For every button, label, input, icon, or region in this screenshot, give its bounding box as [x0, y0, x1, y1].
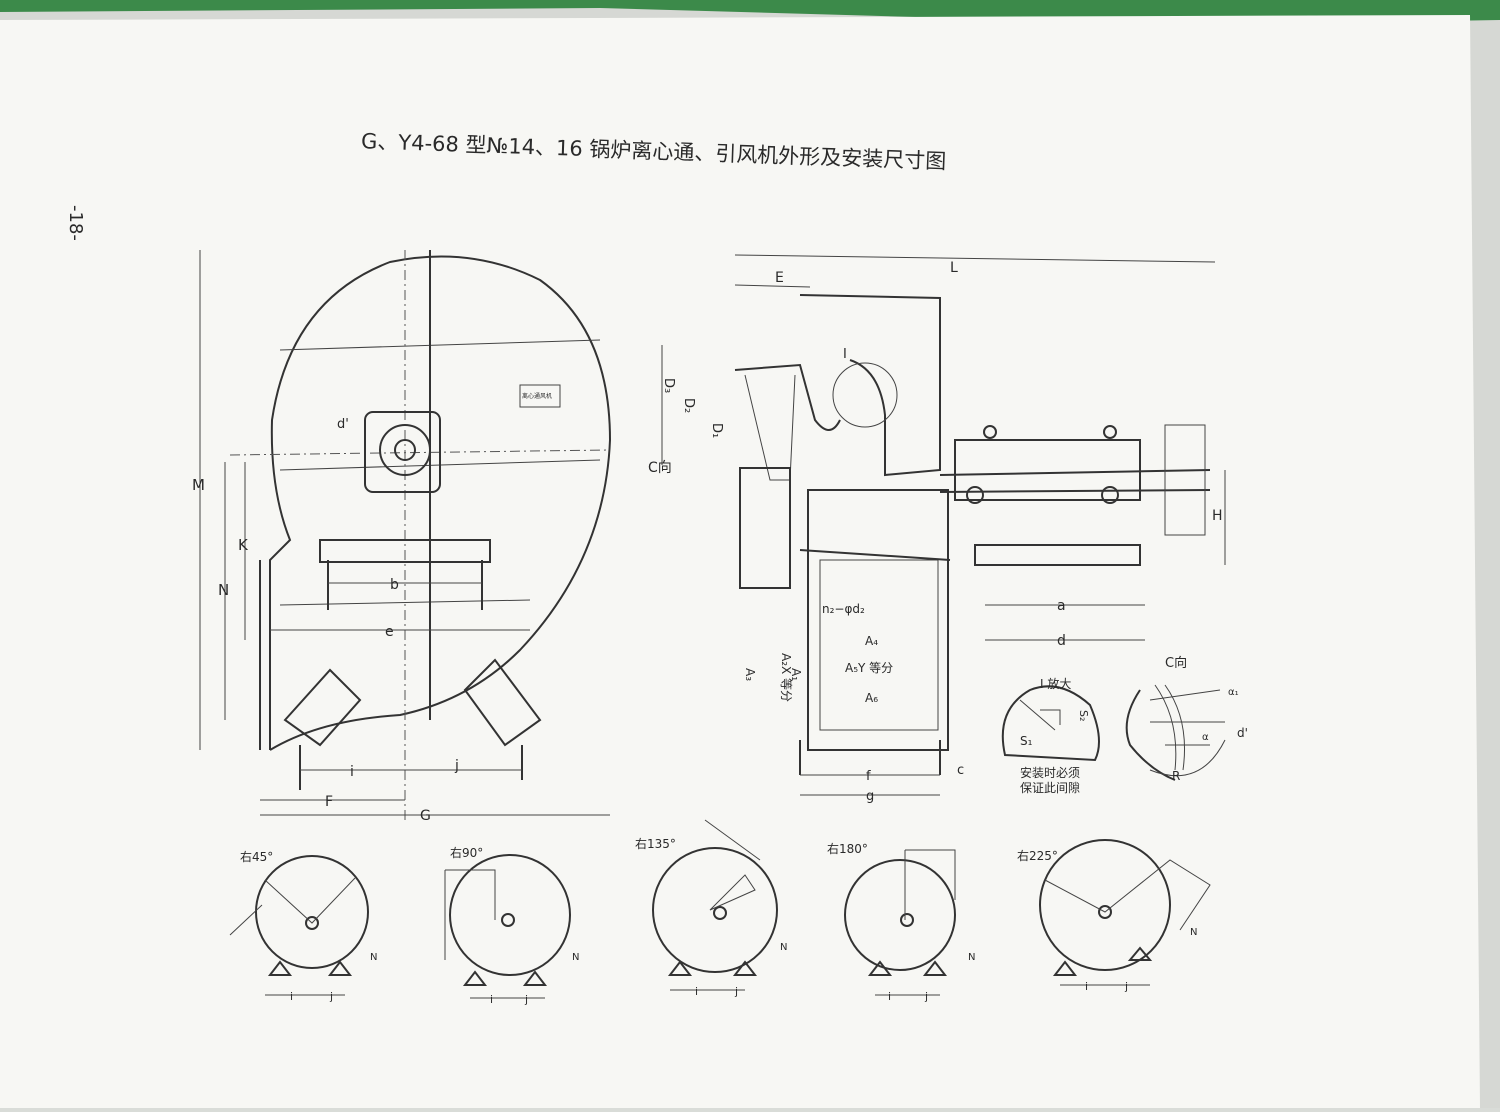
coupling: [1164, 424, 1206, 536]
svg-text:j: j: [454, 758, 459, 774]
svg-text:M: M: [192, 476, 205, 494]
motor-base: [974, 544, 1141, 566]
svg-text:d': d': [1237, 726, 1248, 740]
detail-I: I 放大 S₁ S₂ 安装时必须 保证此间隙: [1001, 676, 1100, 795]
svg-text:H: H: [1212, 508, 1223, 524]
svg-text:安装时必须: 安装时必须: [1020, 765, 1080, 780]
svg-text:i: i: [888, 990, 891, 1003]
svg-text:i: i: [695, 985, 698, 998]
svg-text:I 放大: I 放大: [1040, 676, 1071, 691]
svg-text:D₁: D₁: [709, 423, 724, 438]
svg-text:i: i: [1085, 980, 1088, 993]
bearing-housing: [364, 411, 441, 493]
svg-text:α: α: [1202, 732, 1209, 743]
svg-text:N: N: [572, 952, 579, 963]
svg-text:S₂: S₂: [1077, 710, 1090, 721]
bearing-base: [319, 539, 491, 563]
inlet-duct: [799, 294, 941, 477]
svg-text:N: N: [218, 581, 229, 599]
svg-text:A₄: A₄: [865, 634, 878, 648]
svg-text:右225°: 右225°: [1017, 848, 1058, 863]
svg-text:A₁: A₁: [789, 668, 803, 681]
svg-text:j: j: [524, 993, 528, 1006]
svg-text:j: j: [924, 990, 928, 1003]
nameplate: [519, 384, 561, 408]
svg-text:d': d': [337, 417, 349, 432]
svg-text:c: c: [957, 763, 964, 778]
svg-text:离心通风机: 离心通风机: [522, 392, 552, 400]
bearing-bed: [954, 439, 1141, 501]
svg-text:α₁: α₁: [1228, 687, 1239, 698]
rotation-225: 右225° i j N: [1017, 839, 1211, 993]
svg-text:A₂X 等分: A₂X 等分: [779, 653, 793, 702]
svg-text:d: d: [1057, 633, 1066, 649]
svg-text:i: i: [350, 764, 354, 780]
detail-C: C向 R d' α₁ α: [1125, 655, 1248, 783]
svg-text:i: i: [490, 993, 493, 1006]
outlet-frame: [807, 489, 949, 751]
front-view: 离心通风机 M K N d' b e i j F G: [192, 250, 612, 824]
svg-text:b: b: [390, 577, 399, 593]
svg-text:右135°: 右135°: [635, 836, 676, 851]
svg-text:G: G: [420, 808, 431, 824]
rotation-45: 右45° i j N: [229, 849, 377, 1003]
svg-text:C向: C向: [648, 460, 672, 476]
svg-text:D₂: D₂: [681, 398, 696, 413]
rotation-180: 右180° i j N: [827, 841, 975, 1003]
svg-text:F: F: [325, 794, 333, 810]
side-view: E L D₃ D₂ D₁ C向 I H a d n₂−φd₂ A₄ A₅Y 等分…: [648, 254, 1226, 804]
svg-text:i: i: [290, 990, 293, 1003]
svg-text:C向: C向: [1165, 655, 1187, 671]
svg-text:L: L: [950, 260, 958, 276]
detail-I-circle: [832, 362, 898, 428]
foot-left: [283, 668, 362, 747]
svg-text:n₂−φd₂: n₂−φd₂: [822, 602, 865, 616]
svg-text:j: j: [734, 985, 738, 998]
svg-text:e: e: [385, 624, 394, 640]
svg-text:K: K: [238, 536, 249, 554]
svg-text:右180°: 右180°: [827, 841, 868, 856]
svg-text:N: N: [370, 952, 377, 963]
damper-frame: [739, 467, 791, 589]
svg-text:f: f: [866, 769, 871, 784]
svg-text:右90°: 右90°: [450, 845, 483, 860]
svg-text:右45°: 右45°: [240, 849, 273, 864]
svg-text:I: I: [843, 347, 847, 362]
svg-text:D₃: D₃: [661, 378, 676, 393]
svg-text:N: N: [1190, 927, 1197, 938]
rotation-90: 右90° i j N: [444, 845, 579, 1006]
svg-text:g: g: [866, 789, 874, 804]
svg-text:R: R: [1172, 769, 1180, 783]
svg-text:j: j: [1124, 980, 1128, 993]
rotation-135: 右135° i j N: [635, 819, 787, 998]
volute-casing: [269, 255, 612, 751]
svg-text:a: a: [1057, 598, 1066, 614]
svg-text:A₃: A₃: [743, 668, 757, 681]
svg-text:保证此间隙: 保证此间隙: [1020, 781, 1080, 795]
svg-text:j: j: [329, 990, 333, 1003]
svg-text:N: N: [968, 952, 975, 963]
page-number: -18-: [65, 205, 86, 241]
foot-right: [463, 658, 542, 747]
svg-text:A₆: A₆: [865, 691, 878, 705]
svg-text:S₁: S₁: [1020, 734, 1033, 748]
svg-text:A₅Y 等分: A₅Y 等分: [845, 661, 893, 675]
svg-text:N: N: [780, 942, 787, 953]
svg-text:E: E: [775, 270, 784, 286]
